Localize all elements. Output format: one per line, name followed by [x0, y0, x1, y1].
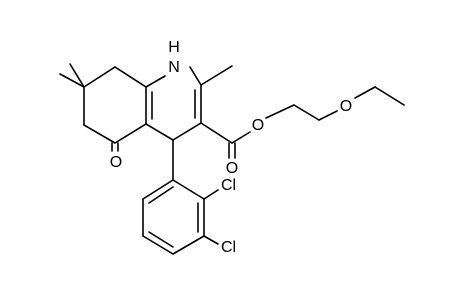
atom-labels-group: H N O O O O Cl Cl: [110, 39, 352, 256]
bond-n-c2: [189, 66, 202, 86]
atom-label-o-carbonyl: O: [226, 160, 238, 177]
bond-c8-c7: [83, 66, 116, 88]
bond-c7-methyl-b: [69, 63, 85, 88]
bond-ph4-ph5-double: [148, 231, 174, 248]
bond-c4-c4a: [145, 123, 174, 141]
bond-ch2-ch2: [293, 104, 320, 121]
bond-ph3-cl: [203, 235, 219, 245]
bond-ch2-ch3: [374, 86, 405, 106]
bond-oether-ch2: [354, 86, 376, 99]
bond-ph6-ph1: [142, 179, 174, 200]
bond-c2-methyl: [200, 65, 233, 86]
atom-label-n: N: [168, 59, 180, 76]
bond-ch2-oether: [318, 110, 338, 121]
bond-ph6-ph1-double: [148, 186, 174, 204]
bond-c5-c4a: [114, 123, 147, 144]
bond-ph4-ph5: [142, 235, 174, 255]
atom-label-h: H: [168, 39, 180, 56]
bond-c8a-c8: [114, 66, 147, 88]
bond-c8a-n: [145, 75, 166, 88]
atom-label-o-ketone: O: [110, 154, 122, 171]
bond-c7-methyl-a: [59, 73, 85, 88]
bonds-group: [59, 63, 405, 255]
atom-label-cl-upper: Cl: [221, 177, 236, 194]
bond-carbonyl-oester: [231, 131, 251, 144]
atom-label-cl-lower: Cl: [221, 239, 236, 256]
bond-c3-carbonyl: [200, 122, 233, 144]
bond-c3-c4: [172, 122, 202, 141]
atom-label-o-ether: O: [340, 98, 352, 115]
bond-ph2-cl: [203, 189, 219, 200]
bond-ph3-ph4: [172, 235, 205, 255]
bond-c6-c5: [83, 124, 116, 144]
bond-oester-ch2: [265, 104, 295, 119]
atom-label-o-ester: O: [252, 117, 264, 134]
bond-ph1-ph2: [172, 179, 205, 200]
